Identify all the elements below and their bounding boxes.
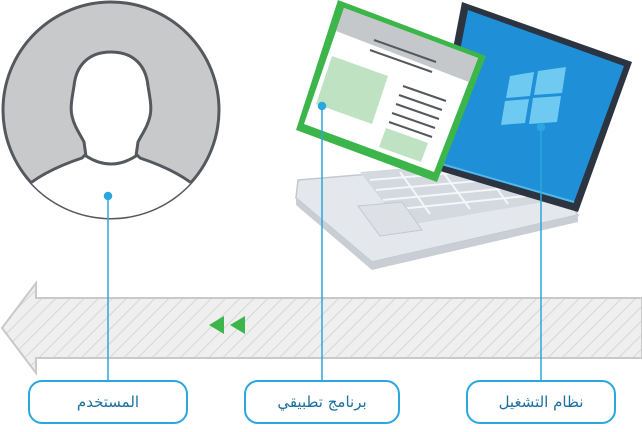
operating-system-label: نظام التشغيل (466, 380, 616, 424)
connector-lines (103, 101, 546, 380)
user-label: المستخدم (28, 380, 188, 424)
app-window-icon (296, 0, 486, 182)
application-label: برنامج تطبيقي (244, 380, 400, 424)
windows-logo-icon (501, 67, 566, 125)
double-chevron-left-icon (209, 316, 245, 334)
